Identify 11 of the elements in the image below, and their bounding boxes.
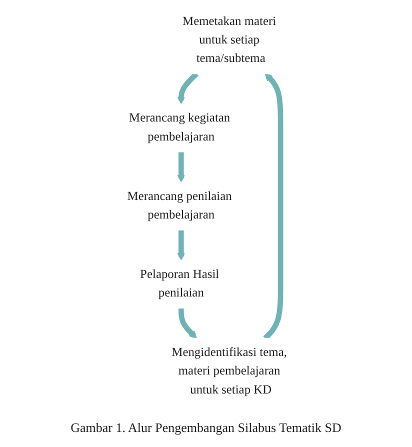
arrow xyxy=(177,72,198,104)
arrow xyxy=(177,230,186,261)
node-text: Merancang penilaian pembelajaran xyxy=(127,190,232,222)
arrow xyxy=(177,152,186,182)
node-text: Memetakan materi untuk setiap tema/subtema xyxy=(182,15,276,66)
arrow xyxy=(263,73,284,340)
node-text: Merancang kegiatan pembelajaran xyxy=(129,112,230,144)
arrow xyxy=(178,308,197,339)
node-text: Pelaporan Hasil penilaian xyxy=(140,268,220,300)
caption: Gambar 1. Alur Pengembangan Silabus Tematik SD xyxy=(70,420,342,436)
node-text: Mengidentifikasi tema, materi pembelajaran untuk setiap KD xyxy=(172,346,287,397)
